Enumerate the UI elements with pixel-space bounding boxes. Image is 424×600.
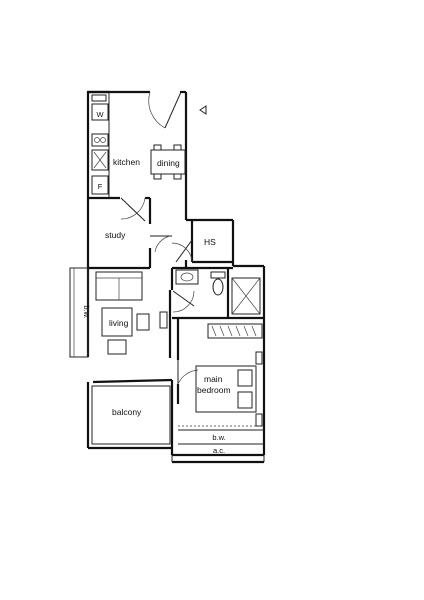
labels: W kitchen dining F study HS living b.w. … xyxy=(82,110,231,455)
side-table-icon xyxy=(136,313,150,331)
toilet-icon xyxy=(212,278,224,296)
hob-icon xyxy=(91,133,109,147)
bedside-table-icon xyxy=(255,351,263,365)
doors xyxy=(120,91,207,385)
basin-icon xyxy=(175,269,199,285)
wardrobe-icon xyxy=(207,323,263,339)
bed-icon xyxy=(195,365,257,413)
coffee-table-icon xyxy=(101,307,133,337)
kitchen-label: kitchen xyxy=(113,157,140,167)
bay-window-bottom-label: b.w. xyxy=(212,433,225,442)
washer-label: W xyxy=(96,110,104,119)
main-bedroom-label-line2: bedroom xyxy=(197,385,231,395)
interior-walls xyxy=(88,196,264,404)
study-label: study xyxy=(105,230,126,240)
shower-icon xyxy=(231,277,261,315)
sink-icon xyxy=(91,149,109,171)
hs-label: HS xyxy=(204,237,216,247)
living-fixtures xyxy=(69,267,168,358)
bay-window-left-label: b.w. xyxy=(82,305,91,318)
balcony-label: balcony xyxy=(112,407,142,417)
outer-walls xyxy=(86,90,266,464)
ottoman-icon xyxy=(107,339,127,355)
fridge-label: F xyxy=(98,182,103,191)
living-label: living xyxy=(109,318,129,328)
aircon-ledge-label: a.c. xyxy=(213,446,225,455)
balcony-area xyxy=(91,385,171,445)
main-bedroom-label-line1: main xyxy=(204,374,223,384)
dining-label: dining xyxy=(157,158,180,168)
bathroom-fixtures xyxy=(175,269,261,315)
bedroom-fixtures xyxy=(178,323,264,445)
kitchen-fixtures xyxy=(91,92,110,198)
bedside-table-icon xyxy=(255,413,263,427)
washer-icon xyxy=(91,103,109,121)
fridge-icon xyxy=(91,175,109,195)
dining-table-icon xyxy=(150,144,186,180)
tv-console-icon xyxy=(159,311,168,329)
toilet-tank-icon xyxy=(210,271,226,279)
